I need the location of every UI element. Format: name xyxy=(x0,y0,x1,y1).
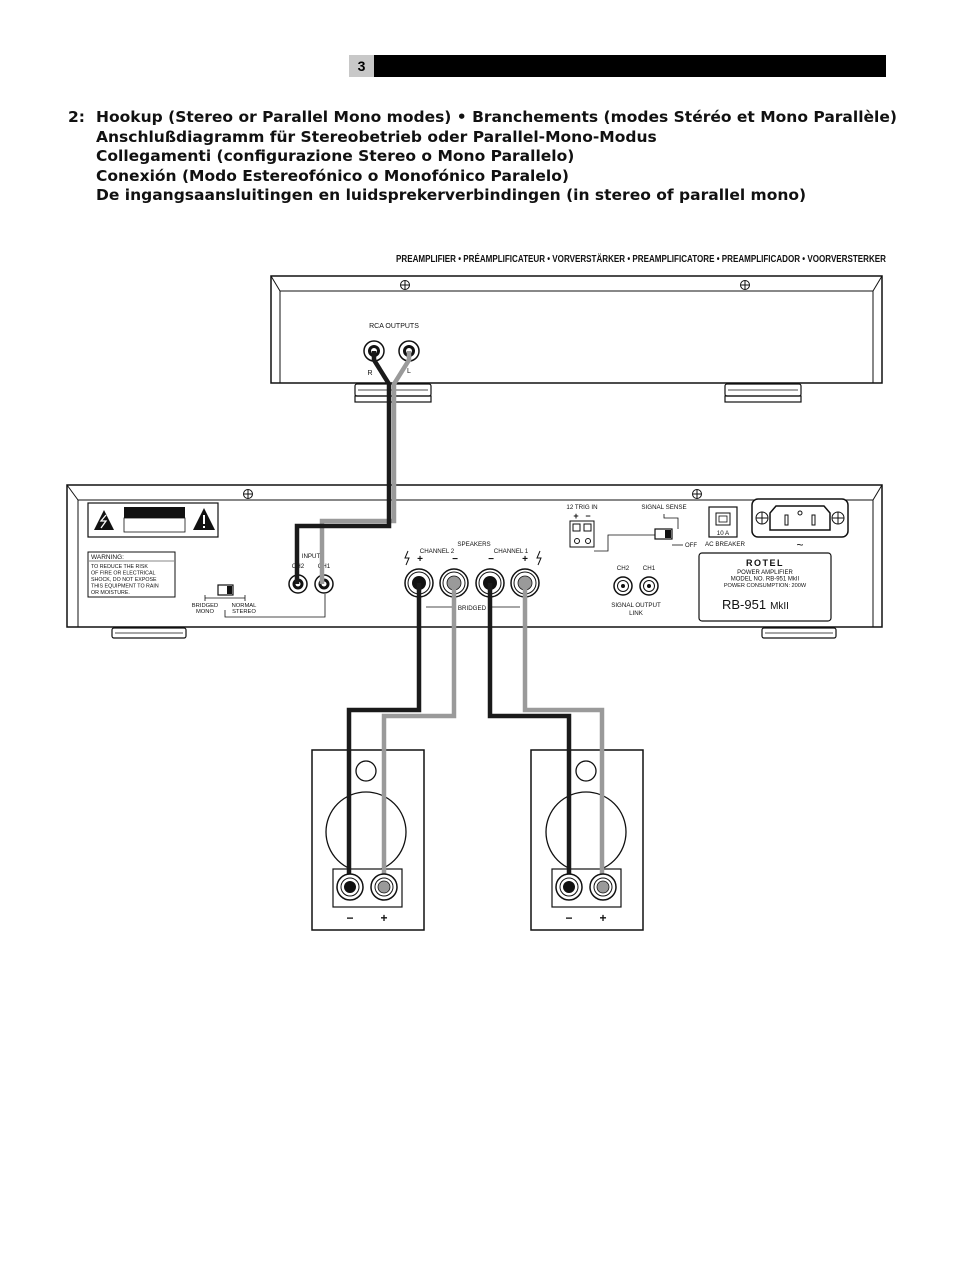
signal-output-ch1-label: CH1 xyxy=(643,565,656,572)
ch1-minus-sign: − xyxy=(488,554,494,565)
heading-line-es: Conexión (Modo Estereofónico o Monofónic… xyxy=(96,166,569,185)
channel1-label: CHANNEL 1 xyxy=(494,548,529,555)
speaker-terminal-left-plus xyxy=(370,873,398,901)
signal-sense-label: SIGNAL SENSE xyxy=(641,504,686,511)
lightning-warning-icon xyxy=(536,550,542,566)
model-name-suffix: MkII xyxy=(770,601,789,612)
normal-stereo-label: STEREO xyxy=(232,609,256,615)
normal-stereo-label: NORMAL xyxy=(232,603,258,609)
rca-right-label: R xyxy=(367,370,372,377)
ac-symbol: ~ xyxy=(796,538,803,552)
heading-line-de: Anschlußdiagramm für Stereobetrieb oder … xyxy=(96,127,657,146)
warning-title: WARNING: xyxy=(91,554,124,561)
speaker-terminal-right-plus xyxy=(589,873,617,901)
mode-switch xyxy=(204,584,246,601)
bridged-mono-label: MONO xyxy=(196,609,215,615)
model-name-main: RB-951 xyxy=(722,597,766,612)
power-consumption-label: POWER CONSUMPTION: 200W xyxy=(724,583,807,589)
rca-outputs-label: RCA OUTPUTS xyxy=(369,323,419,330)
screw-icon xyxy=(243,489,702,499)
warning-box xyxy=(87,551,176,598)
left-speaker-minus-sign: − xyxy=(346,911,353,925)
heading-line-en: Hookup (Stereo or Parallel Mono modes) •… xyxy=(96,108,897,126)
ac-breaker-button xyxy=(708,506,738,538)
speaker-terminal-left-minus xyxy=(336,873,364,901)
trigger-input-connector xyxy=(569,520,656,552)
bridged-label: BRIDGED xyxy=(458,605,487,612)
signal-sense-switch xyxy=(654,514,683,546)
brand-logo: ROTEL xyxy=(746,558,784,568)
right-speaker-minus-sign: − xyxy=(565,911,572,925)
heading-line-it: Collegamenti (configurazione Stereo o Mo… xyxy=(96,147,575,165)
channel2-label: CHANNEL 2 xyxy=(420,548,455,555)
speaker-terminal-ch2-minus xyxy=(439,568,469,598)
input-label: INPUT xyxy=(302,553,321,560)
input-ch1-label: CH1 xyxy=(318,563,331,570)
model-number-label: MODEL NO. RB-951 MkII xyxy=(731,577,800,583)
screw-icon xyxy=(755,511,845,525)
ch1-plus-sign: + xyxy=(522,554,528,565)
ch2-minus-sign: − xyxy=(452,554,458,565)
ac-breaker-label: AC BREAKER xyxy=(705,541,745,548)
product-line-label: POWER AMPLIFIER xyxy=(737,570,793,576)
section-number: 2: xyxy=(68,108,85,126)
caution-label xyxy=(87,502,219,538)
page-number: 3 xyxy=(349,55,374,77)
trigger-plus-sign: + xyxy=(573,511,578,521)
heading-line-nl: De ingangsaansluitingen en luidsprekerve… xyxy=(96,186,807,204)
warning-line: OF FIRE OR ELECTRICAL xyxy=(91,571,156,577)
screw-icon xyxy=(400,280,750,290)
signal-output-link-label: LINK xyxy=(629,610,644,617)
right-speaker xyxy=(530,749,644,931)
cable-dark xyxy=(294,351,572,887)
ac-power-inlet xyxy=(751,498,849,538)
ch2-plus-sign: + xyxy=(417,554,423,565)
rca-left-label: L xyxy=(407,368,411,375)
right-speaker-plus-sign: + xyxy=(599,911,606,925)
lightning-warning-icon xyxy=(404,550,410,566)
model-label-plate xyxy=(698,552,832,622)
signal-sense-off-label: OFF xyxy=(685,543,697,549)
left-speaker xyxy=(311,749,425,931)
left-speaker-plus-sign: + xyxy=(380,911,387,925)
trigger-in-label: 12 TRIG IN xyxy=(566,504,597,511)
amplifier-rear-panel xyxy=(66,484,883,639)
warning-line: TO REDUCE THE RISK xyxy=(91,564,148,570)
page-header-bar xyxy=(349,55,886,77)
signal-output-jack-ch1 xyxy=(639,576,659,596)
cable-grey xyxy=(319,351,605,887)
bridged-mono-label: BRIDGED xyxy=(192,603,218,609)
preamplifier-rear-panel xyxy=(270,275,883,403)
exclamation-warning-icon xyxy=(193,508,215,530)
speakers-label: SPEAKERS xyxy=(457,541,490,548)
signal-output-ch2-label: CH2 xyxy=(617,565,630,572)
signal-output-jack-ch2 xyxy=(613,576,633,596)
warning-line: SHOCK, DO NOT EXPOSE xyxy=(91,577,157,583)
preamp-caption: PREAMPLIFIER • PRÉAMPLIFICATEUR • VORVER… xyxy=(396,252,886,265)
trigger-minus-sign: − xyxy=(585,511,590,521)
signal-output-label: SIGNAL OUTPUT xyxy=(611,602,661,609)
model-name: RB-951 MkII xyxy=(722,597,789,612)
speaker-terminal-right-minus xyxy=(555,873,583,901)
lightning-warning-icon xyxy=(94,510,114,530)
warning-line: THIS EQUIPMENT TO RAIN xyxy=(91,584,159,590)
warning-line: OR MOISTURE. xyxy=(91,590,130,596)
breaker-rating-label: 10 A xyxy=(717,530,730,537)
